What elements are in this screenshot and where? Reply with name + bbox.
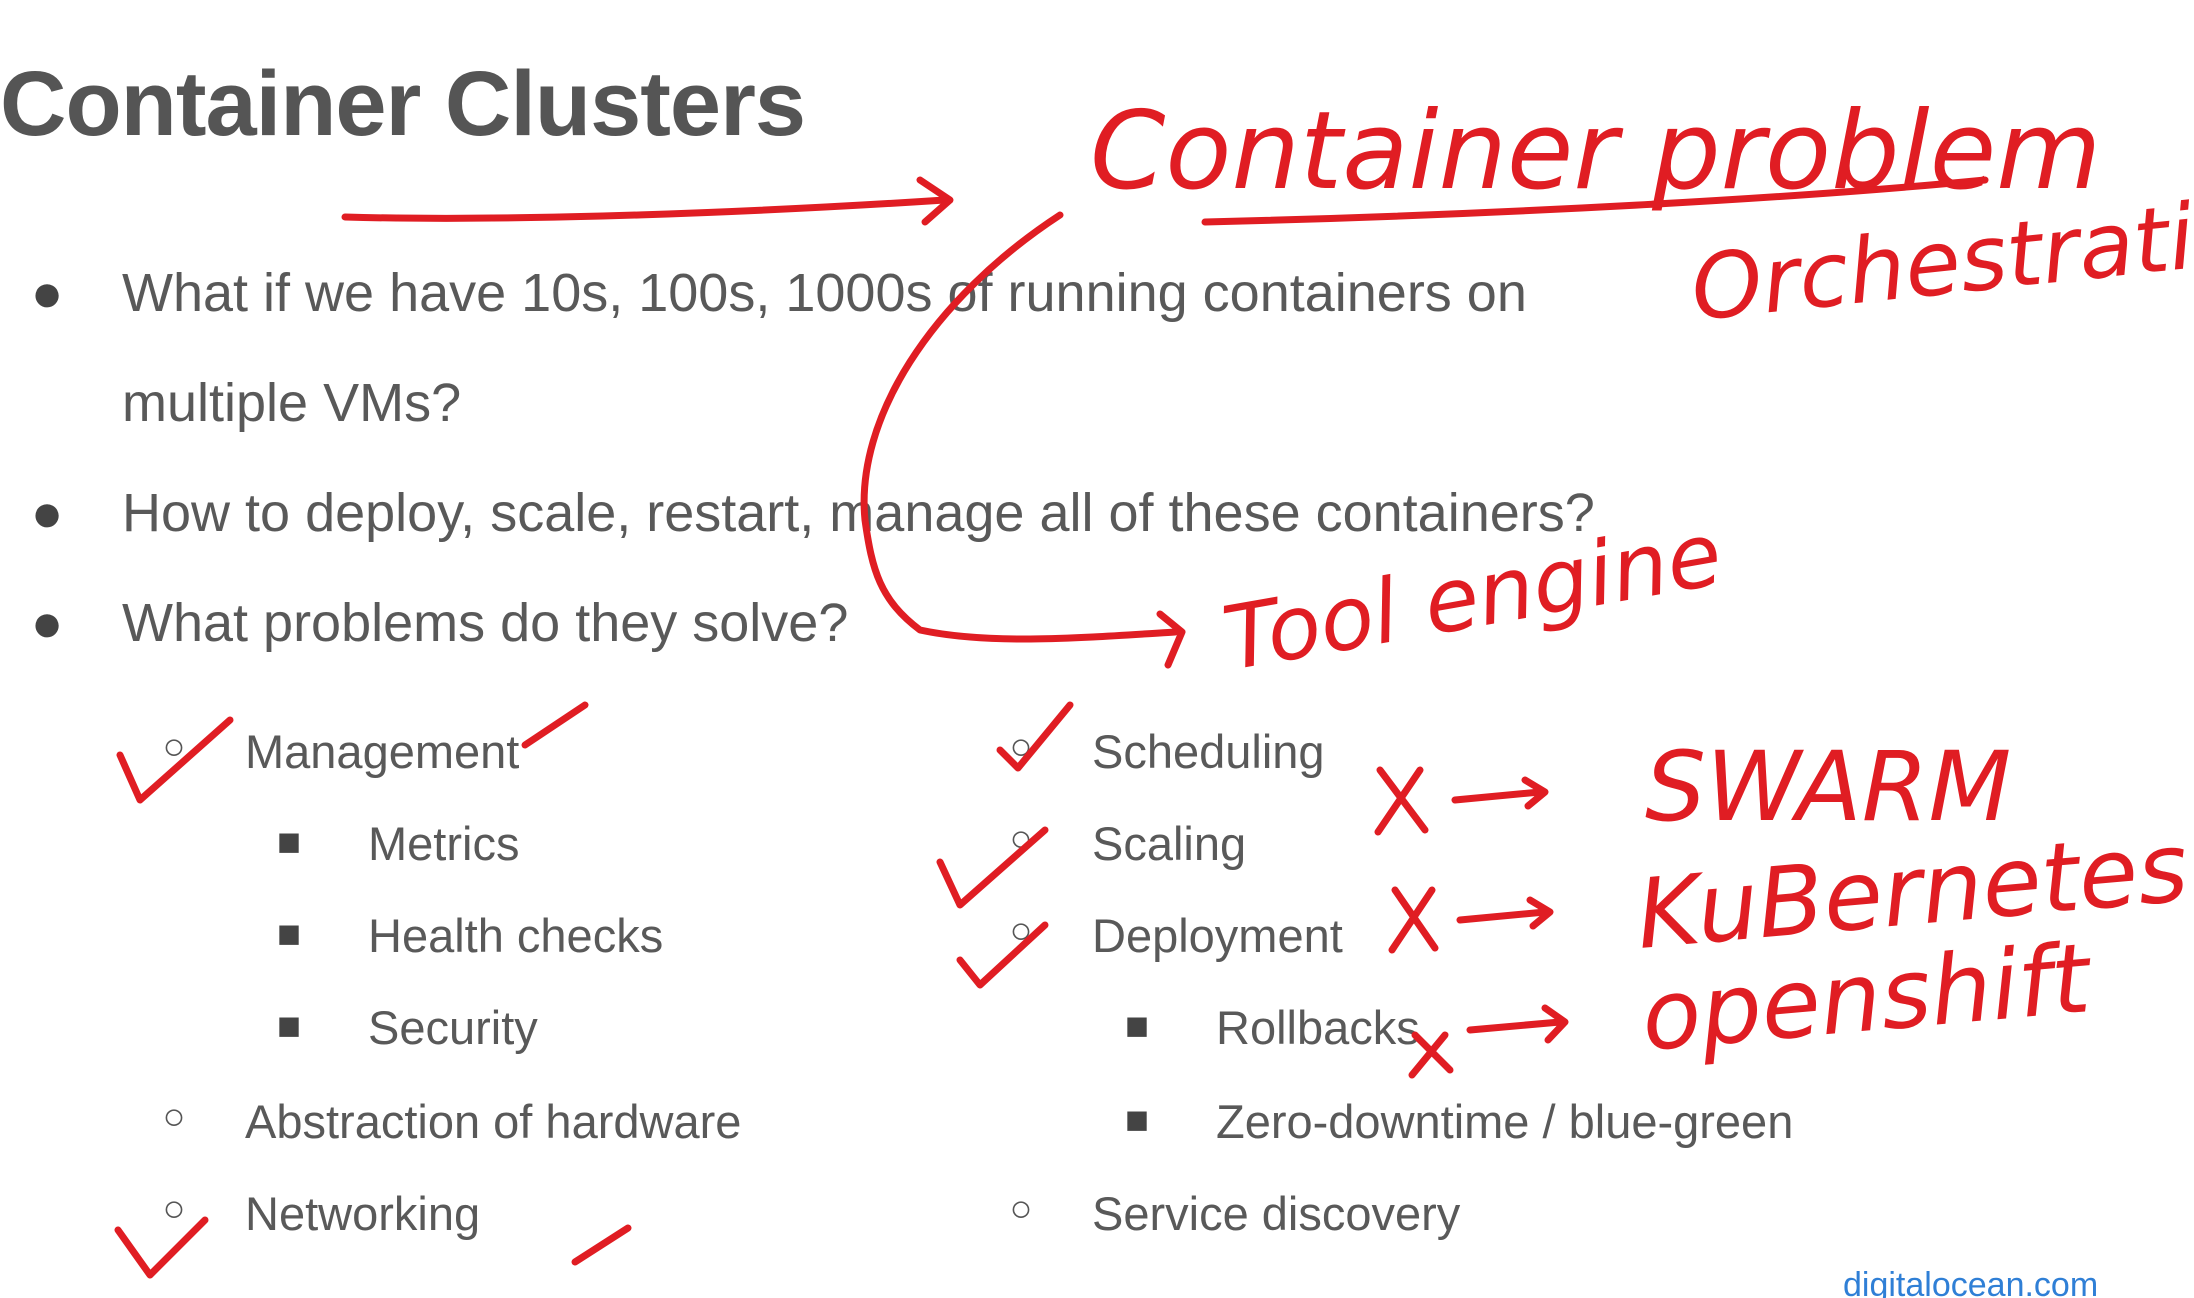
ink-arrow [1466, 1004, 1569, 1044]
ink-arrowhead [916, 176, 954, 226]
sub-bullet-text: Abstraction of hardware [245, 1095, 742, 1148]
bullet-text: What problems do they solve? [122, 593, 849, 653]
bullet-text: How to deploy, scale, restart, manage al… [122, 483, 1595, 543]
bullet-item: ● What if we have 10s, 100s, 1000s of ru… [31, 262, 1527, 324]
ink-arrow [1451, 776, 1549, 810]
bullet-text: What if we have 10s, 100s, 1000s of runn… [122, 263, 1527, 323]
bullet-item: ● What problems do they solve? [31, 592, 849, 654]
slide-title: Container Clusters [0, 53, 806, 155]
footer-link[interactable]: digitalocean.com [1843, 1266, 2099, 1298]
sub-bullet-text: Scaling [1092, 817, 1247, 870]
sub-sub-bullet-item: ■ Security [277, 1000, 538, 1055]
sub-bullet-marker: ○ [1009, 1188, 1033, 1230]
sub-bullet-text: Service discovery [1092, 1187, 1461, 1240]
ink-mark-x [1388, 886, 1439, 954]
sub-bullet-item: ○ Scheduling [1010, 724, 1325, 779]
ink-underline [1201, 176, 1989, 226]
sub-bullet-marker: ○ [1009, 726, 1033, 768]
sub-sub-bullet-text: Metrics [368, 817, 520, 870]
sub-sub-bullet-marker: ■ [276, 820, 302, 864]
bullet-marker: ● [30, 263, 64, 323]
bullet-marker: ● [30, 483, 64, 543]
sub-sub-bullet-marker: ■ [1124, 1098, 1150, 1142]
sub-bullet-item: ○ Scaling [1010, 816, 1247, 871]
sub-bullet-text: Networking [245, 1187, 481, 1240]
sub-bullet-text: Scheduling [1092, 725, 1325, 778]
sub-sub-bullet-item: ■ Rollbacks [1125, 1000, 1420, 1055]
bullet-marker: ● [30, 593, 64, 653]
sub-bullet-marker: ○ [1009, 818, 1033, 860]
sub-bullet-item: ○ Abstraction of hardware [163, 1094, 742, 1149]
ink-text-openshift: openshift [1637, 922, 2097, 1073]
ink-text-container-problem: Container problem [1090, 89, 2101, 214]
sub-bullet-marker: ○ [162, 1188, 186, 1230]
sub-sub-bullet-item: ■ Metrics [277, 816, 520, 871]
ink-text-kubernetes: KuBernetes [1632, 811, 2192, 971]
bullet-text: multiple VMs? [122, 373, 462, 433]
sub-sub-bullet-item: ■ Zero-downtime / blue-green [1125, 1094, 1794, 1149]
sub-bullet-marker: ○ [1009, 910, 1033, 952]
ink-checkmark [521, 701, 589, 749]
sub-bullet-item: ○ Deployment [1010, 908, 1343, 963]
sub-sub-bullet-marker: ■ [1124, 1004, 1150, 1048]
sub-bullet-item: ○ Management [163, 724, 520, 779]
sub-sub-bullet-text: Zero-downtime / blue-green [1216, 1095, 1794, 1148]
ink-arrow [1456, 896, 1554, 930]
ink-text-orchestration: Orchestration [1686, 173, 2194, 342]
sub-sub-bullet-text: Rollbacks [1216, 1001, 1420, 1054]
sub-sub-bullet-text: Health checks [368, 909, 664, 962]
ink-text-swarm: SWARM [1645, 731, 2011, 843]
sub-bullet-item: ○ Service discovery [1010, 1186, 1461, 1241]
ink-arrow-title [341, 196, 949, 222]
sub-sub-bullet-text: Security [368, 1001, 538, 1054]
sub-sub-bullet-marker: ■ [276, 1004, 302, 1048]
sub-bullet-marker: ○ [162, 726, 186, 768]
sub-bullet-item: ○ Networking [163, 1186, 481, 1241]
sub-bullet-marker: ○ [162, 1096, 186, 1138]
sub-bullet-text: Management [245, 725, 520, 778]
sub-sub-bullet-marker: ■ [276, 912, 302, 956]
ink-arrowhead [1156, 610, 1186, 669]
sub-bullet-text: Deployment [1092, 909, 1343, 962]
bullet-item: ● How to deploy, scale, restart, manage … [31, 482, 1595, 544]
bullet-item-continuation: multiple VMs? [122, 372, 461, 434]
sub-sub-bullet-item: ■ Health checks [277, 908, 664, 963]
ink-checkmark [571, 1224, 632, 1266]
ink-mark-x [1374, 766, 1429, 836]
